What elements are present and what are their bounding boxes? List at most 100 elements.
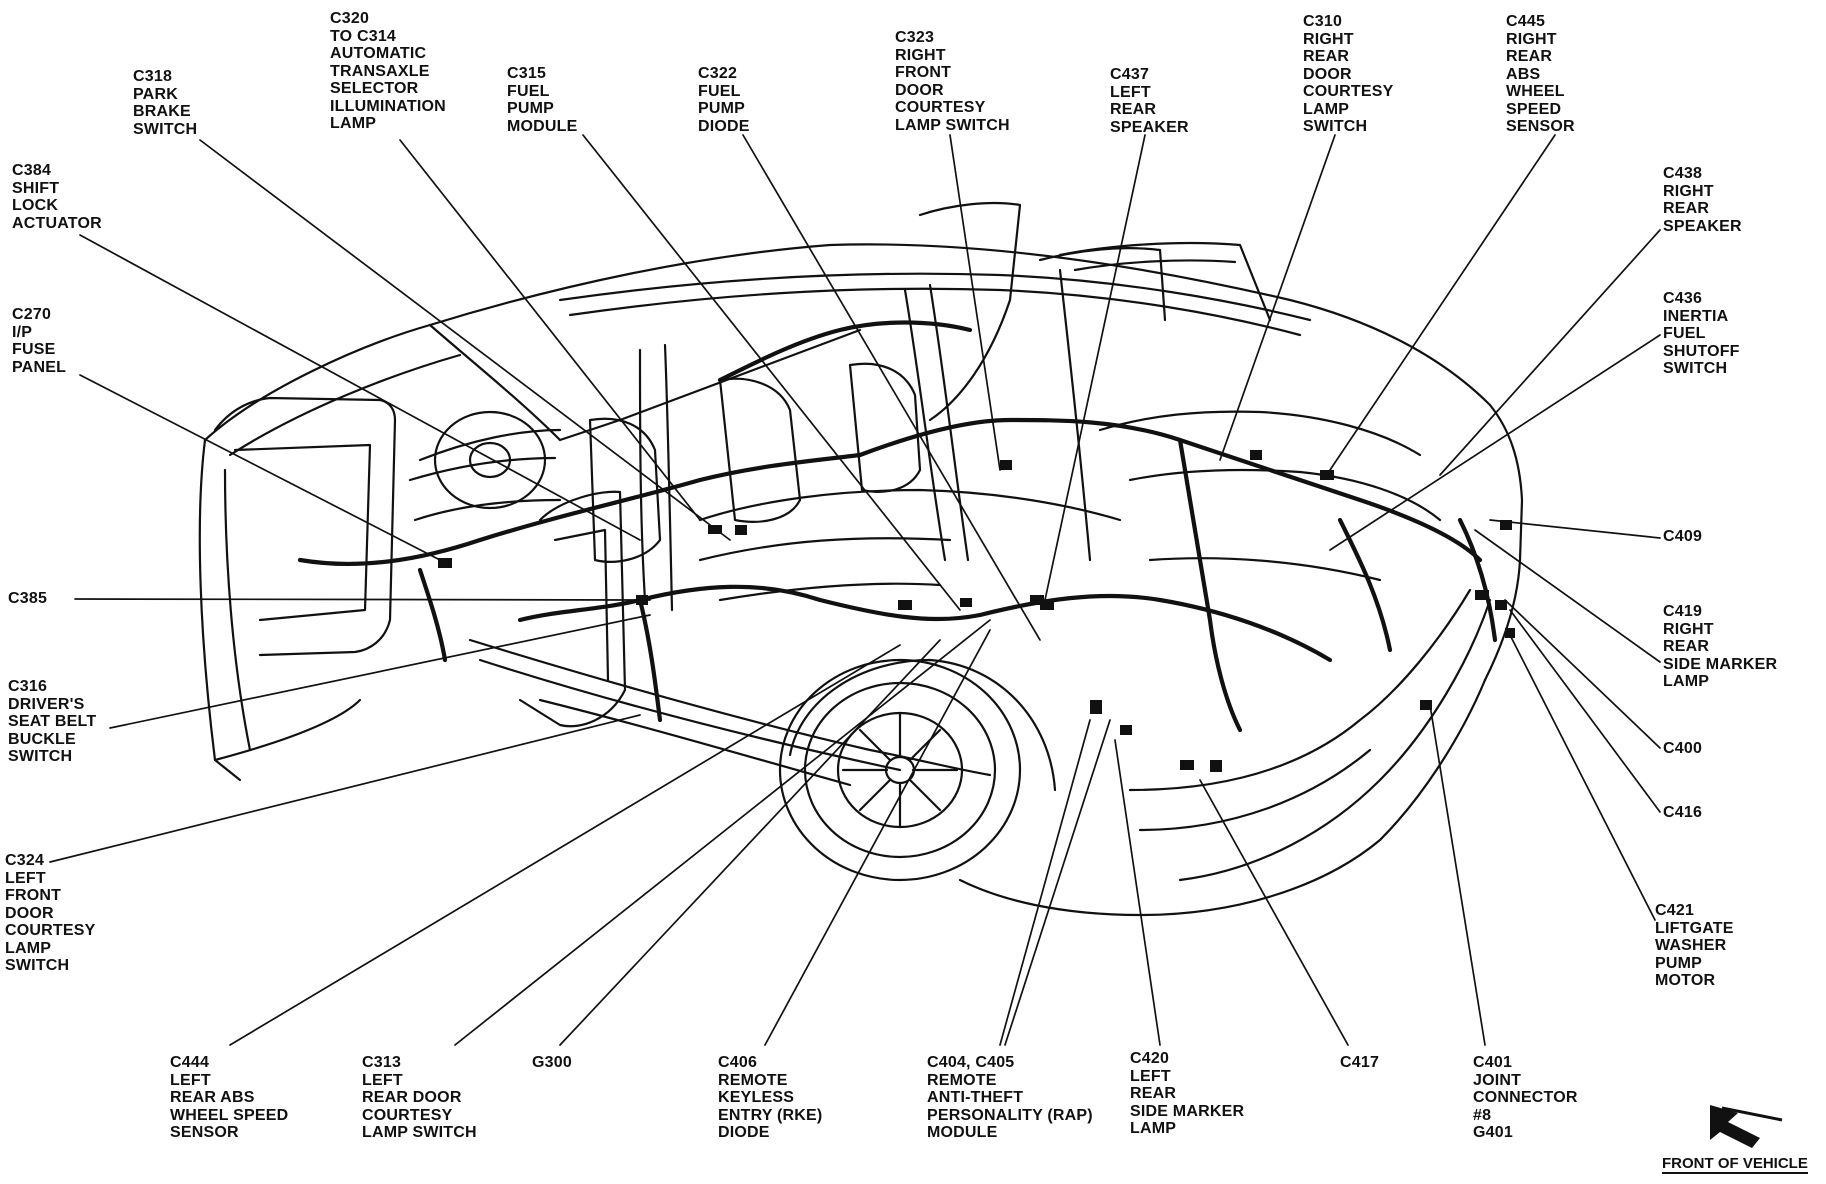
- callout-line: C437: [1110, 66, 1150, 83]
- callout-line: REAR: [1110, 101, 1157, 118]
- callout-line: FUEL: [507, 82, 550, 100]
- callout-line: DOOR: [895, 81, 944, 99]
- callout-line: SPEED: [1506, 100, 1562, 118]
- callout-line: RIGHT: [1506, 30, 1557, 48]
- callout-line: WHEEL: [1506, 83, 1565, 100]
- callout-line: TO C314: [330, 27, 397, 45]
- vehicle-body: [198, 201, 1524, 917]
- callout-line: SHIFT: [12, 179, 60, 197]
- callout-line: C401: [1473, 1054, 1513, 1071]
- callout-line: SWITCH: [1303, 118, 1368, 135]
- callout-line: LEFT: [1110, 83, 1151, 101]
- callout-line: COURTESY: [1303, 83, 1394, 100]
- callout-line: FRONT: [895, 64, 952, 81]
- callout-line: COURTESY: [362, 1106, 453, 1124]
- callout-line: BUCKLE: [8, 730, 76, 748]
- callout-line: SWITCH: [133, 120, 198, 138]
- callout-c409: C409: [1663, 528, 1702, 546]
- leader-lines: [49, 134, 1661, 1046]
- callout-line: PUMP: [507, 100, 555, 117]
- callout-line: MODULE: [507, 117, 578, 135]
- callout-line: TRANSAXLE: [330, 62, 430, 80]
- callout-line: C385: [8, 590, 48, 607]
- callout-line: G300: [532, 1054, 572, 1071]
- callout-line: #8: [1473, 1106, 1492, 1124]
- front-of-vehicle-caption: FRONT OF VEHICLE: [1662, 1155, 1808, 1174]
- callout-line: LEFT: [1130, 1067, 1171, 1085]
- callout-line: LEFT: [5, 869, 46, 887]
- callout-line: DIODE: [718, 1124, 770, 1141]
- callout-line: REAR: [1130, 1085, 1177, 1102]
- callout-line: DIODE: [698, 117, 750, 135]
- front-arrow-icon: [1710, 1105, 1783, 1148]
- callout-line: REMOTE: [718, 1071, 788, 1089]
- callout-line: PUMP: [698, 100, 746, 117]
- callout-line: C315: [507, 65, 547, 82]
- callout-line: FUEL: [1663, 325, 1706, 342]
- callout-c385: C385: [8, 590, 47, 608]
- callout-line: INERTIA: [1663, 307, 1729, 325]
- callout-line: RIGHT: [1303, 30, 1354, 48]
- callout-line: C419: [1663, 603, 1703, 620]
- callout-line: REAR ABS: [170, 1089, 255, 1106]
- callout-line: REAR: [1303, 48, 1350, 65]
- callout-line: C420: [1130, 1050, 1170, 1067]
- callout-line: FUSE: [12, 341, 56, 358]
- callout-line: C316: [8, 678, 48, 695]
- wiring-harness: [297, 320, 1498, 733]
- callout-line: RIGHT: [1663, 620, 1714, 638]
- callout-line: PARK: [133, 85, 178, 103]
- callout-line: LAMP: [1130, 1120, 1177, 1137]
- callout-line: RIGHT: [895, 46, 946, 64]
- callout-line: LAMP SWITCH: [362, 1124, 477, 1141]
- callout-c416: C416: [1663, 804, 1702, 822]
- rear-wheel: [778, 658, 1022, 882]
- callout-line: C313: [362, 1054, 402, 1071]
- callout-line: PERSONALITY (RAP): [927, 1106, 1093, 1124]
- callout-line: WHEEL SPEED: [170, 1106, 289, 1124]
- callout-line: C444: [170, 1054, 210, 1071]
- callout-g300: G300: [532, 1054, 572, 1072]
- callout-line: C406: [718, 1054, 758, 1071]
- callout-line: C324: [5, 852, 45, 869]
- callout-line: REAR: [1663, 638, 1710, 655]
- callout-line: AUTOMATIC: [330, 45, 427, 62]
- callout-line: SIDE MARKER: [1663, 655, 1778, 673]
- callout-line: SELECTOR: [330, 80, 419, 97]
- callout-line: ANTI-THEFT: [927, 1089, 1024, 1106]
- callout-line: C404, C405: [927, 1054, 1015, 1071]
- callout-line: JOINT: [1473, 1071, 1522, 1089]
- callout-line: DRIVER'S: [8, 695, 85, 713]
- callout-line: SHUTOFF: [1663, 342, 1740, 360]
- callout-line: REAR DOOR: [362, 1089, 462, 1106]
- callout-line: SEAT BELT: [8, 713, 97, 730]
- callout-line: C310: [1303, 13, 1343, 30]
- callout-line: COURTESY: [895, 99, 986, 116]
- callout-line: LIFTGATE: [1655, 919, 1734, 937]
- callout-line: C384: [12, 162, 52, 179]
- callout-c417: C417: [1340, 1054, 1379, 1072]
- callout-line: SIDE MARKER: [1130, 1102, 1245, 1120]
- callout-line: ILLUMINATION: [330, 97, 446, 115]
- callout-line: REAR: [1506, 48, 1553, 65]
- callout-line: LAMP: [1303, 100, 1350, 118]
- callout-line: DOOR: [5, 904, 54, 922]
